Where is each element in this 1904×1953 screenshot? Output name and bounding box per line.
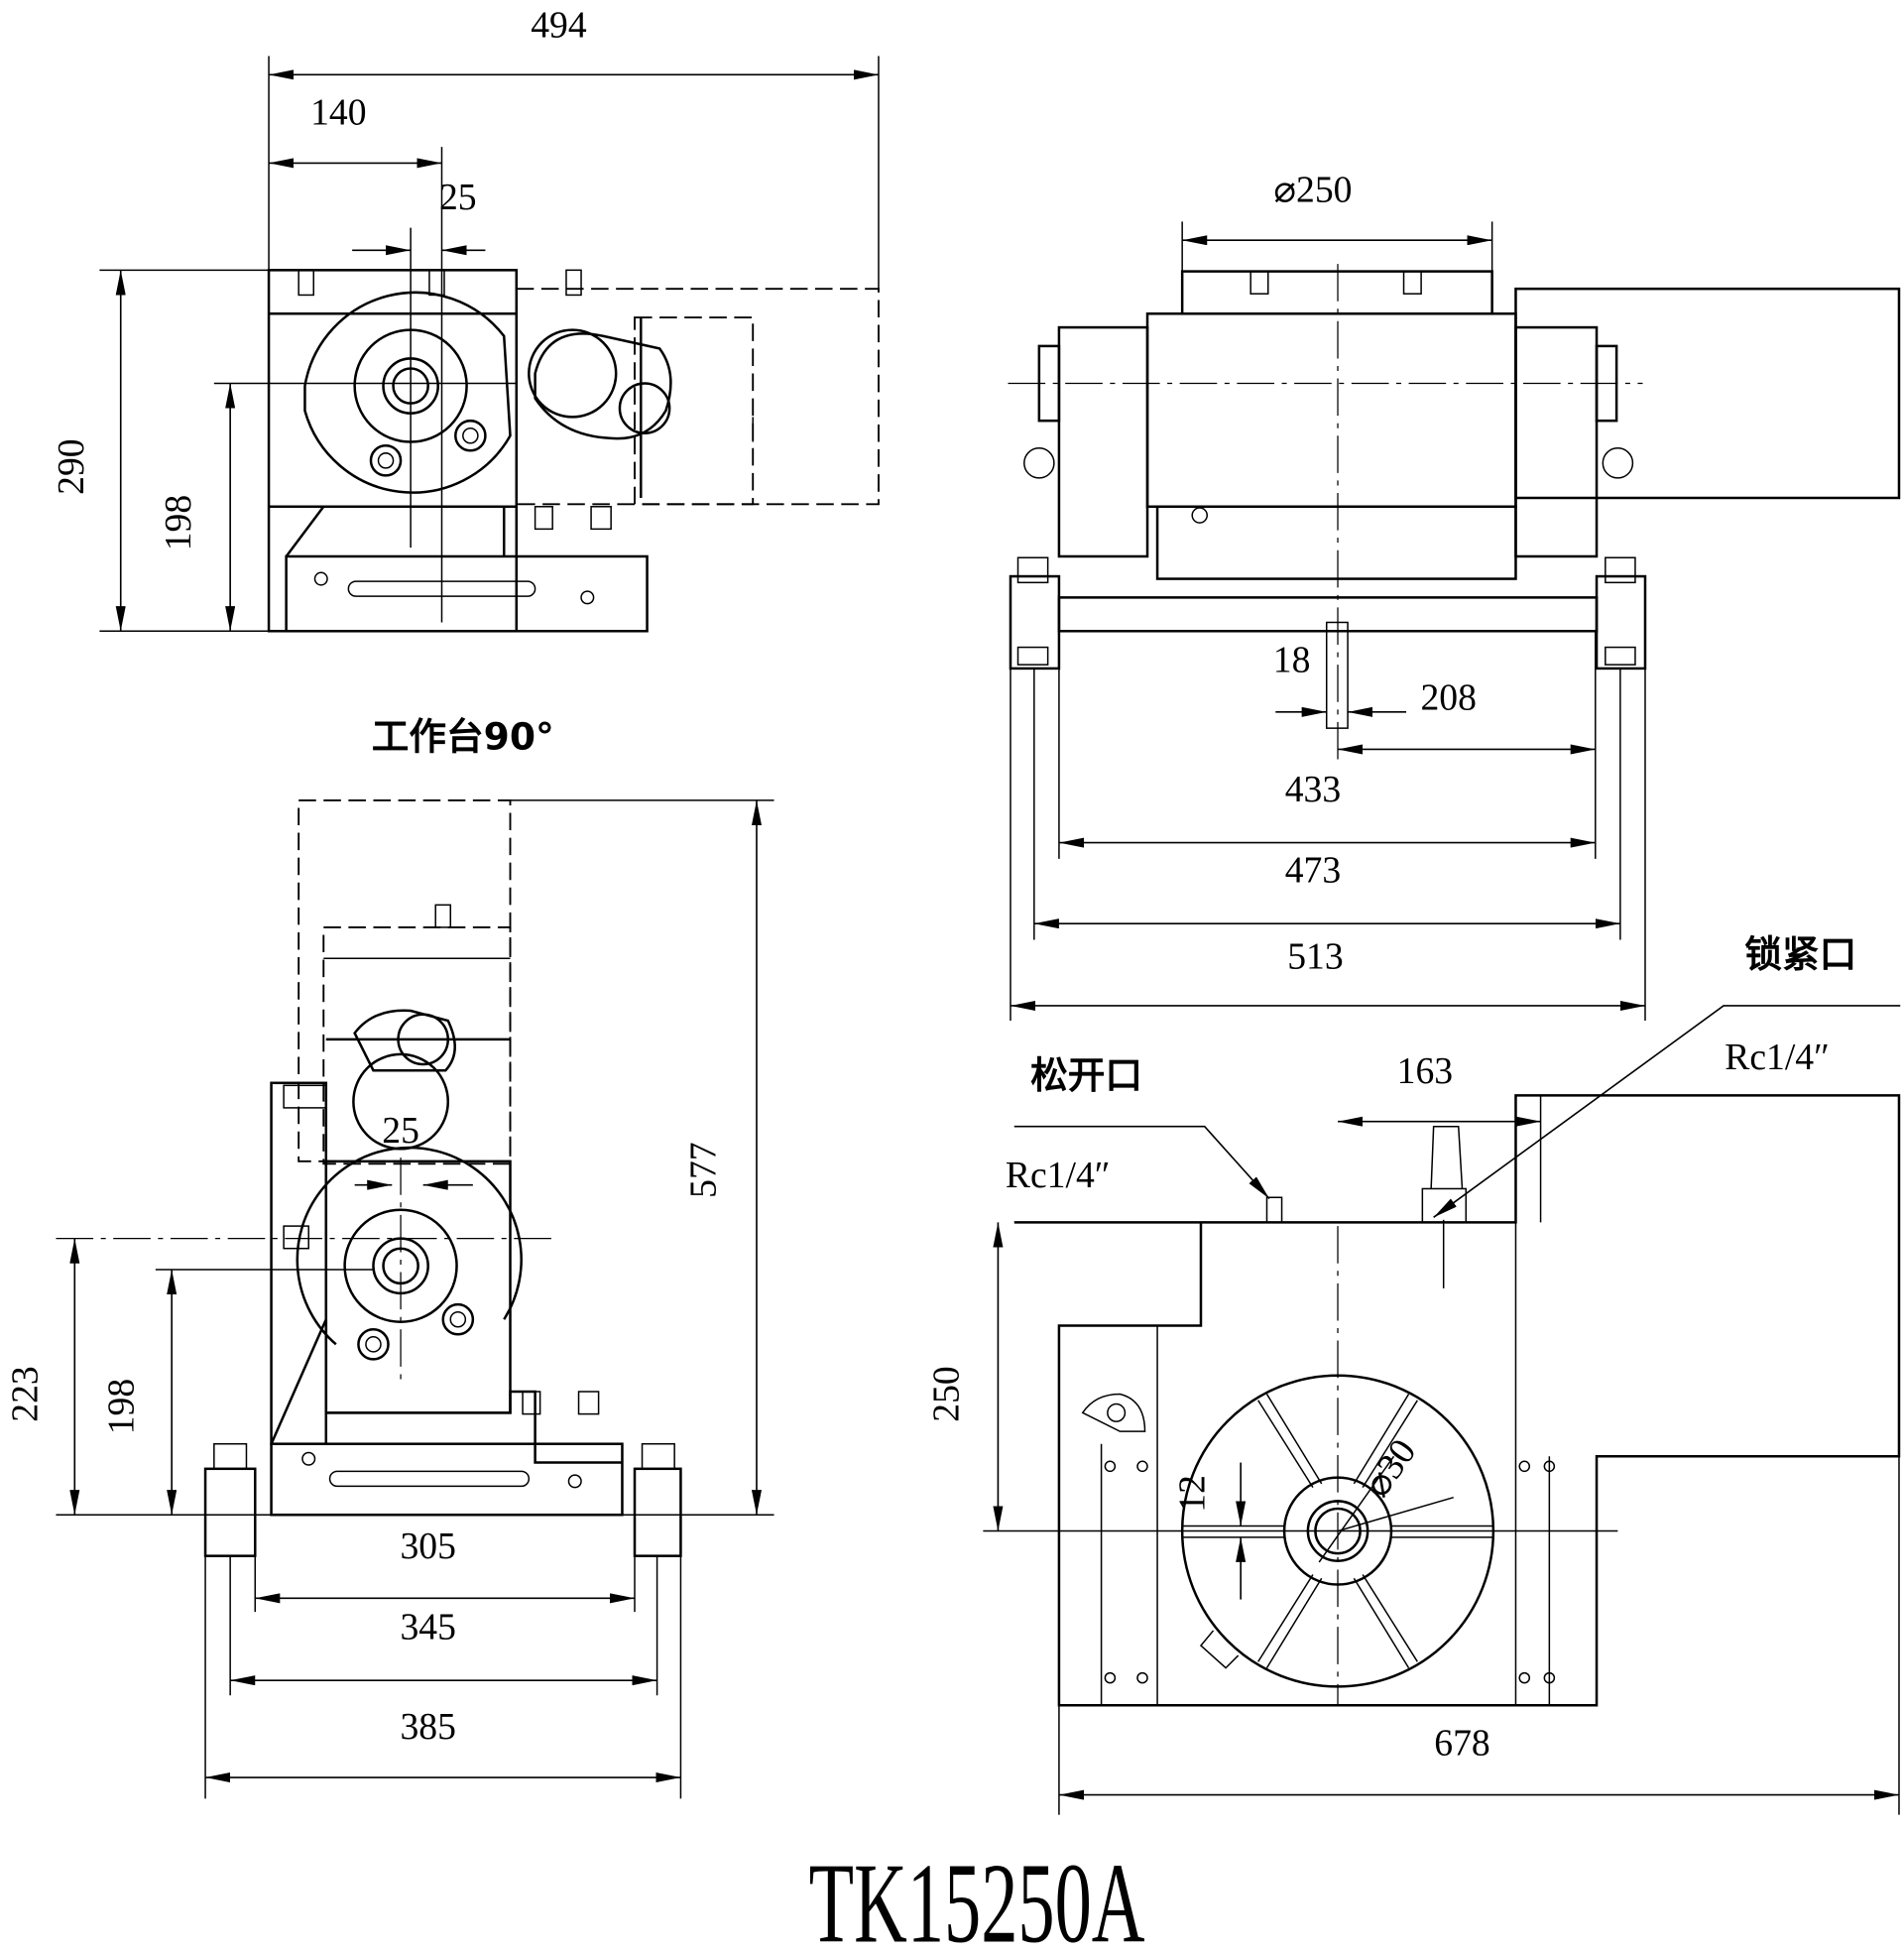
lock-port-thread: Rc1/4″ — [1725, 1037, 1830, 1078]
dim-25-bottom: 25 — [382, 1110, 419, 1152]
dim-473: 473 — [1285, 850, 1341, 892]
dim-494: 494 — [531, 5, 587, 47]
release-port-label: 松开口 — [1030, 1053, 1142, 1097]
top-left-view: 494 140 25 290 198 — [51, 5, 880, 633]
dim-163: 163 — [1397, 1050, 1453, 1092]
dim-198-bottom: 198 — [100, 1379, 142, 1434]
dim-345: 345 — [400, 1607, 455, 1648]
dim-305: 305 — [400, 1526, 455, 1567]
dim-25-top: 25 — [439, 177, 477, 218]
dim-513: 513 — [1287, 935, 1343, 977]
dim-223: 223 — [5, 1366, 47, 1421]
release-port-thread: Rc1/4″ — [1006, 1155, 1111, 1196]
dim-250: 250 — [925, 1366, 967, 1421]
dim-140: 140 — [310, 92, 366, 134]
dim-18: 18 — [1273, 640, 1311, 681]
lock-port-label: 锁紧口 — [1744, 932, 1856, 976]
dim-198-top: 198 — [158, 495, 199, 550]
dim-433: 433 — [1285, 769, 1341, 810]
dim-290: 290 — [51, 438, 92, 494]
dim-385: 385 — [400, 1706, 455, 1748]
dim-208: 208 — [1420, 676, 1476, 718]
bottom-right-view: 松开口 Rc1/4″ 锁紧口 Rc1/4″ 163 ⌀30 12 250 6 — [925, 932, 1901, 1815]
dim-bore-30: ⌀30 — [1356, 1431, 1424, 1504]
model-title: TK15250A — [809, 1840, 1145, 1953]
top-right-view: ⌀250 18 208 433 473 513 — [1008, 169, 1901, 1022]
dim-678: 678 — [1434, 1722, 1489, 1764]
bottom-left-view: 工作台90° 25 577 223 198 305 345 385 — [5, 714, 774, 1799]
dim-577: 577 — [683, 1142, 725, 1197]
view-label-table-90: 工作台90° — [372, 714, 554, 758]
dim-12: 12 — [1172, 1475, 1214, 1513]
dim-table-dia: ⌀250 — [1273, 169, 1352, 210]
